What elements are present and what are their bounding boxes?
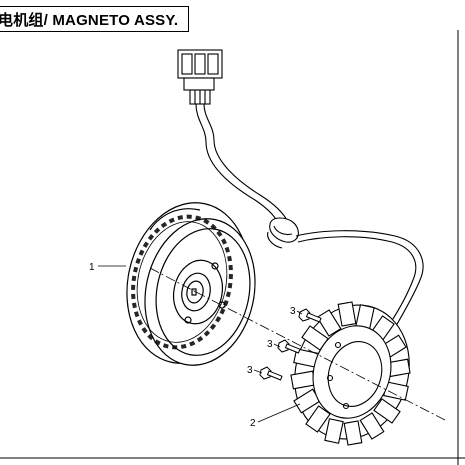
diagram-title: 电机组/ MAGNETO ASSY. (0, 11, 179, 29)
title-box: 电机组/ MAGNETO ASSY. (0, 6, 189, 32)
callout-2: 2 (250, 418, 256, 429)
wire-harness (177, 49, 424, 327)
bolt-middle (277, 339, 301, 354)
wire-grommet (267, 217, 299, 249)
callout-1: 1 (89, 262, 95, 273)
flywheel (126, 202, 256, 366)
leader-lines (98, 265, 303, 423)
connector-plug (177, 49, 223, 105)
assembly-centerline-back (149, 267, 197, 293)
leader-bolt-lower (253, 369, 263, 374)
leader-bolt-upper (296, 310, 303, 315)
bolts (259, 308, 322, 381)
bolt-upper (298, 308, 322, 323)
leader-bolt-middle (273, 343, 281, 348)
assembly-centerline (195, 291, 446, 421)
callout-3-middle: 3 (267, 339, 273, 350)
callout-3-lower: 3 (247, 365, 253, 376)
callout-3-upper: 3 (290, 306, 296, 317)
leader-stator (257, 403, 301, 423)
bolt-lower (259, 366, 283, 381)
